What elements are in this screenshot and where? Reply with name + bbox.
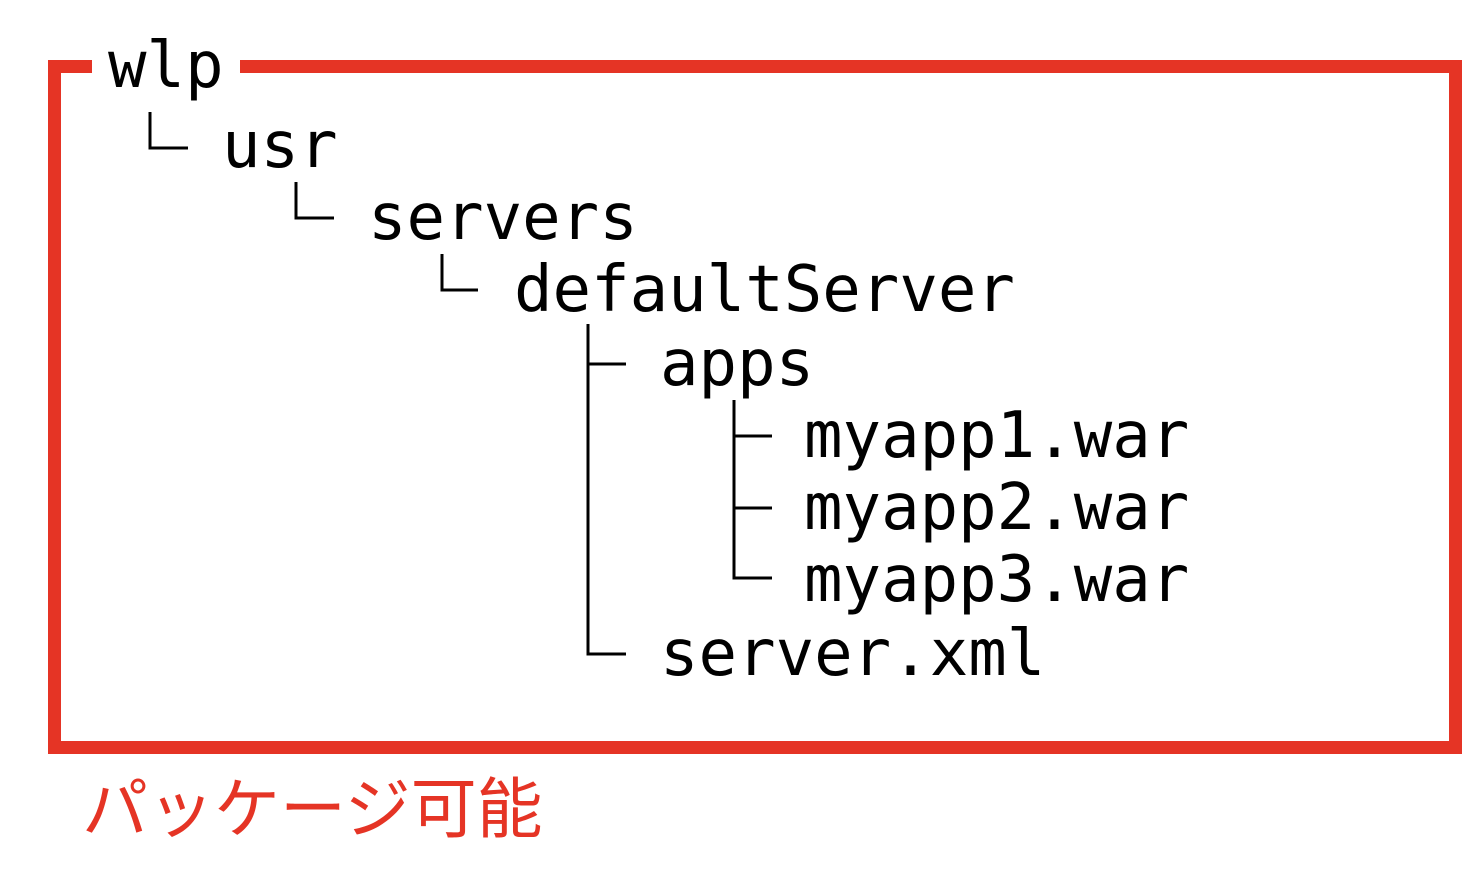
connector-defaultserver [440,254,478,292]
package-boundary-frame [48,60,1462,754]
tree-node-apps: apps [660,327,815,401]
tree-node-server-xml: server.xml [660,617,1046,691]
connector-usr [148,112,188,150]
connector-apps-trunk [732,400,772,580]
packageable-caption: パッケージ可能 [82,771,543,848]
tree-node-myapp2: myapp2.war [804,471,1190,545]
tree-node-myapp3: myapp3.war [804,543,1190,617]
tree-root-wlp: wlp [92,30,240,102]
tree-node-servers: servers [368,181,638,255]
connector-servers [294,182,334,220]
tree-node-myapp1: myapp1.war [804,399,1190,473]
connector-defaultserver-trunk [586,324,626,656]
tree-node-defaultserver: defaultServer [514,253,1015,327]
tree-node-usr: usr [222,109,338,183]
